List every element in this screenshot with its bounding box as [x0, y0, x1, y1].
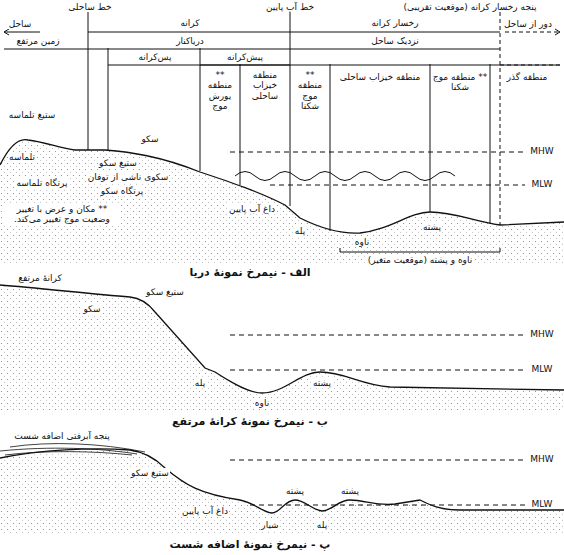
shoreface-toe-line [500, 12, 501, 225]
region-label: نزدیک ساحل [370, 36, 420, 46]
zone-divider [240, 64, 241, 185]
shoreline-line [88, 12, 89, 150]
beach-profile [0, 140, 564, 233]
beach-profile [0, 449, 564, 513]
mlw-line [270, 185, 525, 186]
feature-label: پرتگاه تلماسه [15, 178, 68, 188]
feature-label: تلماسه [8, 152, 36, 162]
water-level: MLW [531, 499, 554, 509]
region-label: دریاکنار [175, 36, 205, 46]
mhw-line [230, 335, 525, 336]
region-label: پیش‌کرانه [226, 52, 264, 62]
feature-label: سکو [82, 304, 101, 314]
bracket [340, 248, 500, 252]
feature-label: کرانهٔ مرتفع [17, 273, 63, 283]
wave-line [235, 172, 455, 181]
zone-divider [330, 64, 331, 231]
feature-label: پشته [285, 486, 305, 496]
sand-fill [0, 449, 564, 534]
overwash-fan [0, 444, 145, 455]
panel-caption: الف - نیمرخ نمونهٔ دریا [188, 267, 311, 280]
span-line [88, 32, 500, 33]
span-line [4, 32, 40, 33]
zone-label: ** منطقه موج شکنا [431, 72, 489, 93]
mlw-line [250, 505, 525, 506]
feature-label: پرتگاه سکو [100, 186, 144, 196]
feature-label: سکو [140, 134, 159, 144]
note-label: ** مکان و عرض با تغییر وضعیت موج تغییر م… [3, 204, 121, 225]
feature-label: ناوه [354, 237, 370, 247]
panel-caption: ب - نیمرخ نمونهٔ کرانهٔ مرتفع [171, 416, 329, 429]
beach-profile [0, 285, 564, 393]
arrow-head [4, 29, 9, 35]
feature-label: پله [194, 378, 206, 388]
zone-label: منطقه خیزاب ساحلی [339, 72, 422, 82]
panel-caption: پ - نیمرخ نمونهٔ اضافه شست [169, 539, 332, 552]
position-label: پنجه رخسار کرانه (موقعیت تقریبی) [403, 2, 538, 12]
water-level: MLW [531, 364, 554, 374]
feature-label: ستیغ سکو [130, 468, 170, 478]
region-label: زمین مرتفع [15, 36, 60, 46]
feature-label: پله [316, 520, 328, 530]
water-level: MHW [529, 329, 554, 339]
span-line [88, 49, 500, 50]
span-line [500, 65, 560, 66]
arrow-head [555, 29, 560, 35]
zone-label: ** منطقه موج شکنا [291, 70, 329, 111]
span-line [4, 49, 88, 50]
zone-label: منطقه گذر [506, 72, 549, 82]
zone-label: منطقه خیزاب ساحلی [242, 70, 288, 101]
feature-label: داغ آب پایین [181, 506, 229, 516]
region-label: ساحل [8, 19, 33, 29]
feature-label: ناوه و پشته (موقعیت متغیر) [367, 255, 473, 265]
mhw-line [230, 152, 525, 153]
water-level: MLW [531, 179, 554, 189]
feature-label: داغ آب پایین [228, 204, 276, 214]
sand-fill [0, 140, 564, 264]
region-label: دور از ساحل [503, 19, 553, 29]
feature-label: ستیغ سکو [98, 158, 138, 168]
feature-label: پشته [340, 486, 360, 496]
region-label: پس‌کرانه [137, 52, 172, 62]
sand-fill [0, 285, 564, 412]
feature-label: ستیغ سکو [145, 287, 185, 297]
feature-label: شیار [260, 520, 279, 530]
mlw-line [230, 370, 525, 371]
feature-label: پنجه آبرفتی اضافه شست [13, 431, 110, 441]
feature-label: پشته [312, 378, 332, 388]
feature-label: پله [294, 226, 306, 236]
zone-divider [490, 64, 491, 224]
region-label: کرانه [179, 18, 200, 28]
water-level: MHW [529, 146, 554, 156]
feature-label: پشته [422, 222, 442, 232]
span-line [200, 65, 560, 66]
zone-label: ** منطقه یورش موج [201, 70, 239, 111]
feature-label: ناوه [254, 398, 270, 408]
region-label: رخسار کرانه [371, 18, 420, 28]
line-label: خط ساحلی [67, 2, 112, 12]
feature-label: ستیغ تلماسه [8, 110, 56, 120]
span-line [505, 32, 560, 33]
water-level: MHW [529, 454, 554, 464]
mhw-line [230, 460, 525, 461]
feature-label: سکوی ناشی از توفان [87, 172, 170, 182]
line-label: خط آب پایین [265, 2, 315, 12]
zone-divider [108, 48, 109, 150]
